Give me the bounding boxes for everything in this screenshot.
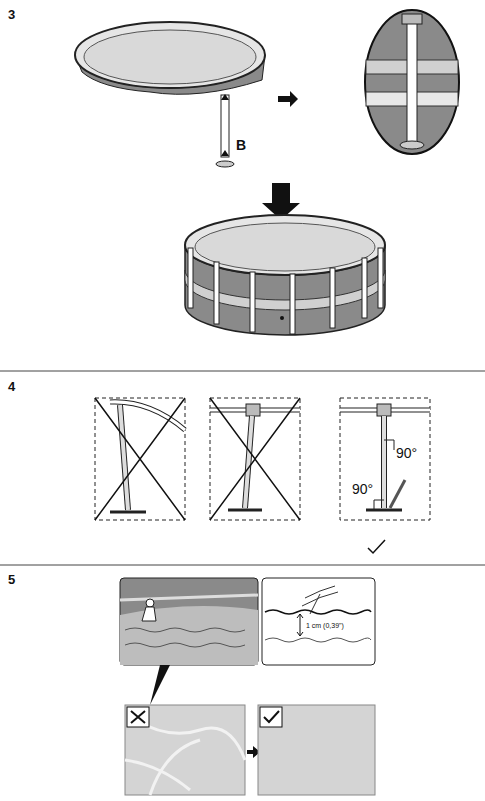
assembled-pool [185, 215, 385, 335]
leg-correct [340, 404, 430, 553]
zoom-detail [365, 10, 459, 154]
dimension-label: 1 cm (0,39") [306, 622, 344, 629]
section-divider [0, 371, 485, 372]
pool-inside-view [120, 578, 258, 705]
part-letter: B [236, 138, 246, 152]
angle-label: 90° [352, 482, 373, 496]
section-divider [0, 565, 485, 566]
angle-label: 90° [396, 446, 417, 460]
check-mark [368, 540, 385, 553]
step-number: 3 [8, 8, 15, 21]
pool-frame [75, 22, 265, 167]
step-number: 4 [8, 380, 15, 393]
liner-wrinkled [125, 705, 245, 795]
arrow [278, 91, 298, 107]
leg-wrong-tilted [95, 398, 185, 520]
liner-smooth [258, 705, 375, 795]
leg-wrong-angled [210, 398, 300, 520]
water-level-detail [262, 578, 375, 665]
step-number: 5 [8, 573, 15, 586]
dashed-frame [95, 398, 430, 520]
